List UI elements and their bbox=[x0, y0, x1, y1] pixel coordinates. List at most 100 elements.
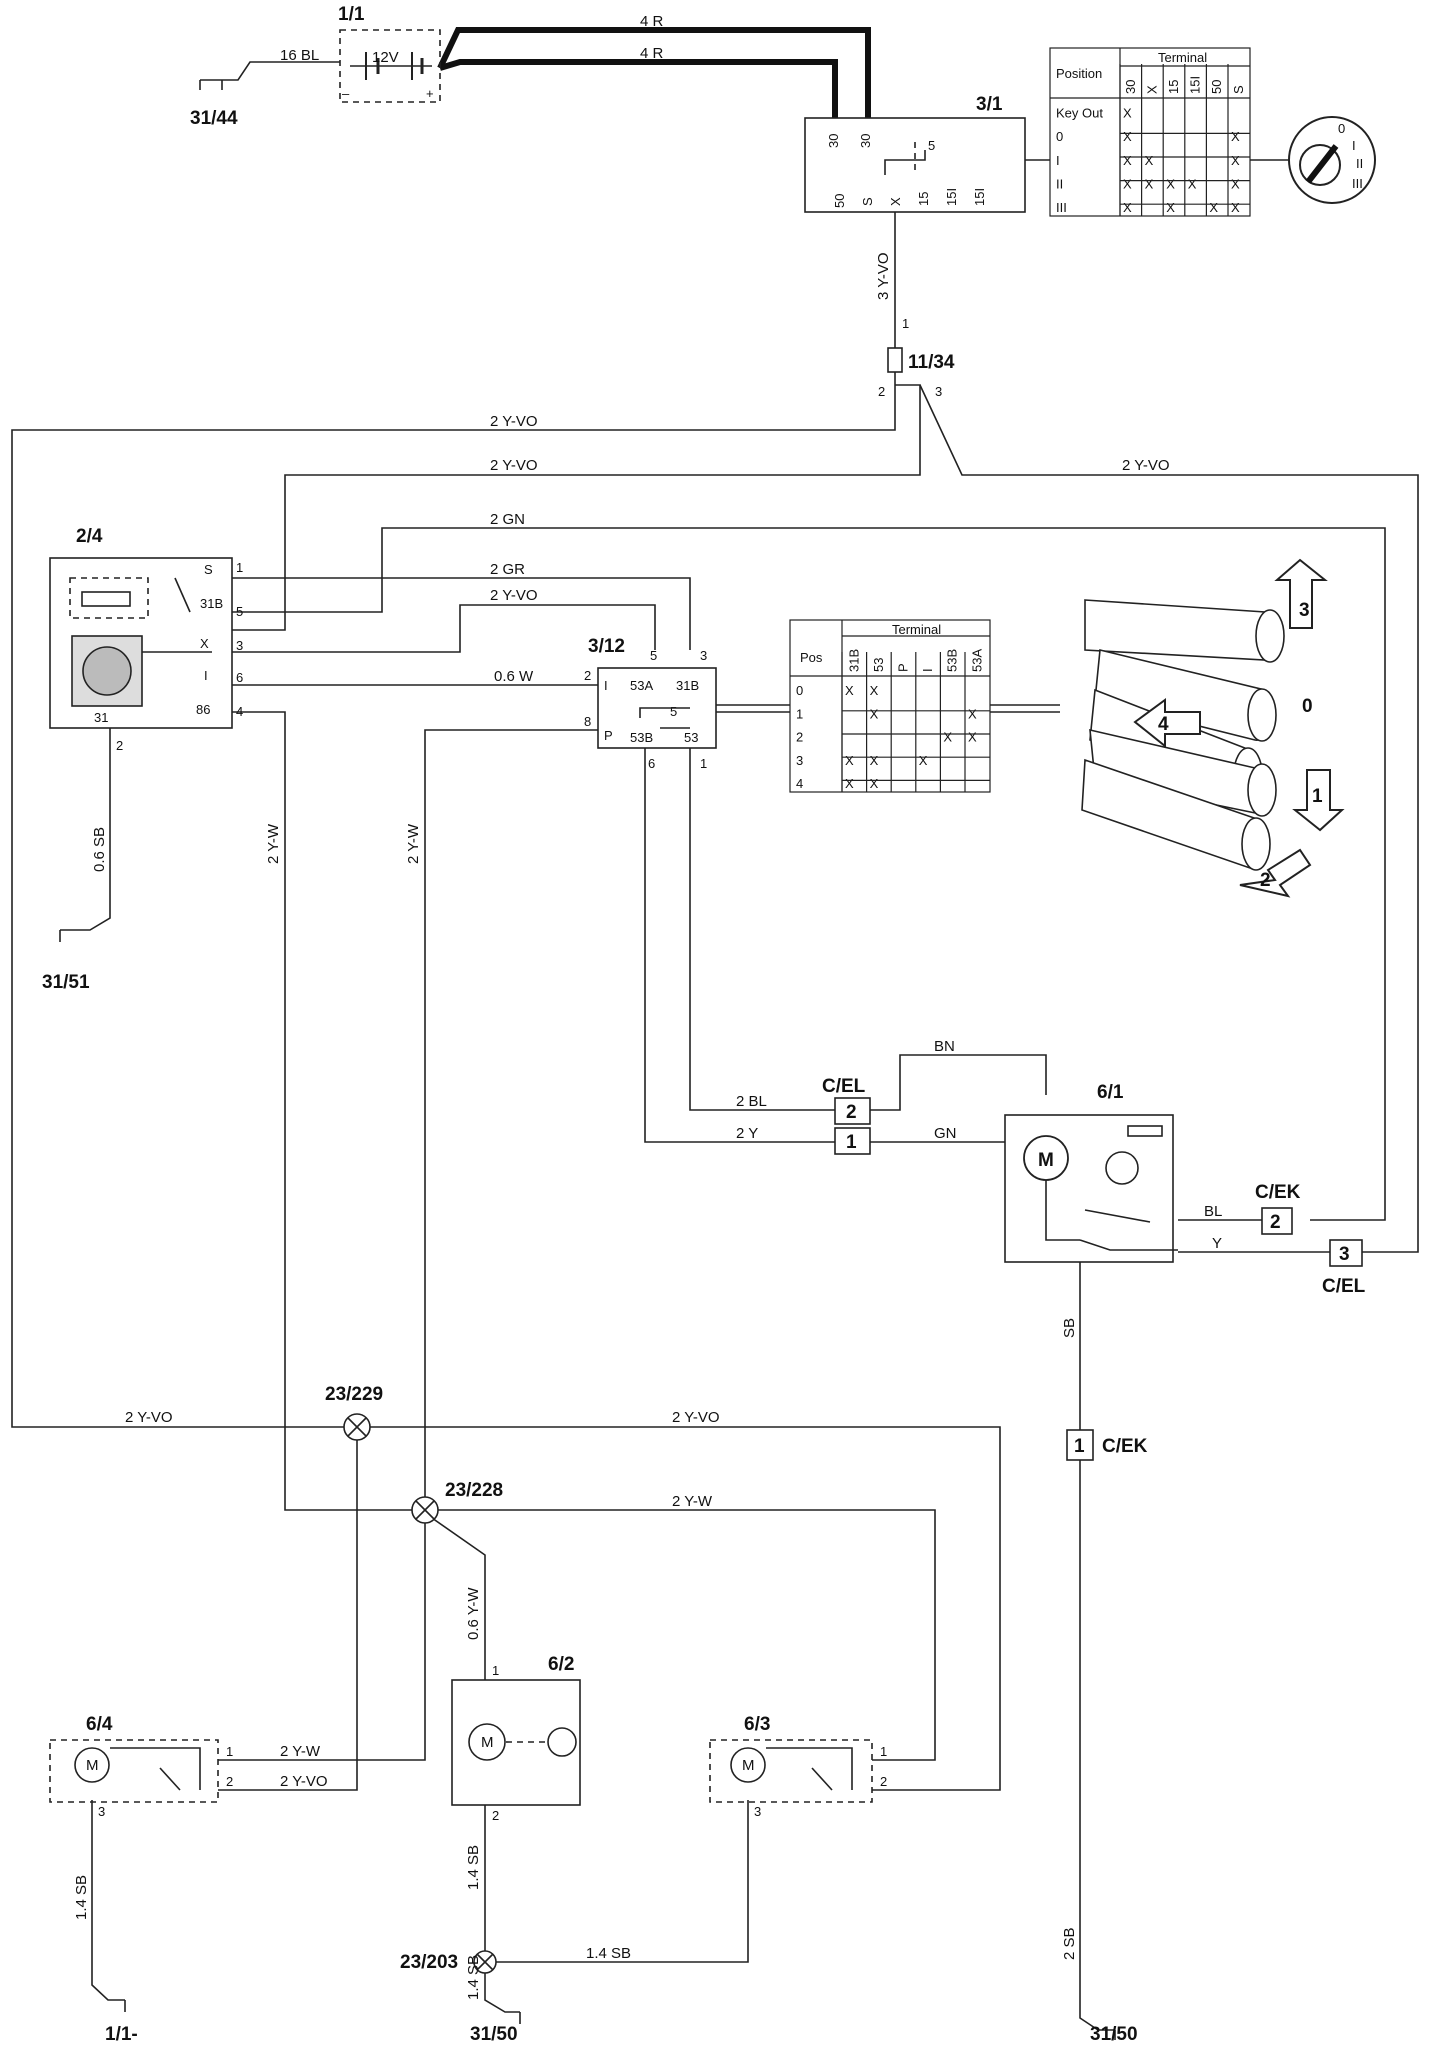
fuse-id: 11/34 bbox=[908, 352, 955, 373]
wire-2sb: 2 SB bbox=[1061, 1927, 1078, 1960]
relay-num-4: 4 bbox=[236, 704, 243, 719]
ws-pin-53a: 53A bbox=[630, 678, 653, 693]
wire-2yw-a: 2 Y-W bbox=[265, 823, 282, 864]
cek-mid-pin: 2 bbox=[1270, 1212, 1281, 1233]
ign-table-row-2-cell-1: X bbox=[1145, 153, 1154, 168]
connector-cel-mid: C/EL 3 bbox=[1322, 1239, 1366, 1297]
motor-63-pin-2: 2 bbox=[880, 1774, 887, 1789]
ign-table-row-4-cell-4: X bbox=[1209, 200, 1218, 215]
ign-table-row-3-cell-1: X bbox=[1145, 176, 1154, 191]
relay-pin-86: 86 bbox=[196, 702, 210, 717]
motor-62-pin-2: 2 bbox=[492, 1808, 499, 1823]
ign-table-row-0-pos: Key Out bbox=[1056, 106, 1103, 121]
wiper-table-header-1: 53 bbox=[871, 658, 886, 672]
wire-bl: BL bbox=[1204, 1203, 1222, 1220]
ign-table-row-3-cell-5: X bbox=[1231, 176, 1240, 191]
motor-64-id: 6/4 bbox=[86, 1714, 113, 1735]
wire-14sb-b: 1.4 SB bbox=[465, 1845, 482, 1890]
splice-203-label: 23/203 bbox=[400, 1952, 458, 1973]
ws-pin-i: I bbox=[604, 678, 608, 693]
ws-num-3: 3 bbox=[700, 648, 707, 663]
wire-2yvo-g: 2 Y-VO bbox=[280, 1773, 328, 1790]
wire-2bl: 2 BL bbox=[736, 1093, 767, 1110]
stalk-pos-0: 0 bbox=[1302, 696, 1313, 717]
ground-labels: 31/44 31/51 1/1- 31/50 31/50 bbox=[42, 108, 1138, 2045]
ignition-id: 3/1 bbox=[976, 94, 1003, 115]
ign-table-row-1-pos: 0 bbox=[1056, 129, 1063, 144]
wiper-table-header-0: 31B bbox=[846, 649, 861, 672]
wiper-table-corner: Pos bbox=[800, 650, 823, 665]
wiper-table-row-3-pos: 3 bbox=[796, 753, 803, 768]
wire-2gn: 2 GN bbox=[490, 511, 525, 528]
wire-bn: BN bbox=[934, 1038, 955, 1055]
wire-sb: SB bbox=[1061, 1318, 1078, 1338]
relay-pin-31: 31 bbox=[94, 710, 108, 725]
wiper-table-row-4-pos: 4 bbox=[796, 776, 803, 791]
ign-table-row-3-cell-2: X bbox=[1166, 176, 1175, 191]
ign-table-header-5: S bbox=[1231, 85, 1246, 94]
ign-table-header-1: X bbox=[1144, 85, 1159, 94]
battery-voltage: 12V bbox=[372, 49, 399, 66]
wiper-table-header-3: I bbox=[920, 668, 935, 672]
ign-table-row-4-cell-2: X bbox=[1166, 200, 1175, 215]
wire-2yvo-a: 2 Y-VO bbox=[490, 413, 538, 430]
wiper-table-row-4-cell-0: X bbox=[845, 776, 854, 791]
motor-64-m: M bbox=[86, 1757, 99, 1774]
wire-14sb-d: 1.4 SB bbox=[586, 1945, 631, 1962]
ws-num-5: 5 bbox=[650, 648, 657, 663]
wiper-table-title: Terminal bbox=[892, 622, 941, 637]
motor-63-pin-3: 3 bbox=[754, 1804, 761, 1819]
key-pos-ii: II bbox=[1356, 156, 1363, 171]
motor-63-m: M bbox=[742, 1757, 755, 1774]
wiper-table-row-1-cell-1: X bbox=[870, 706, 879, 721]
ign-table-corner: Position bbox=[1056, 66, 1102, 81]
ignition-switch: 3/1 30 30 50 S X 15 15I 15I 5 bbox=[804, 94, 1050, 213]
motor-62-id: 6/2 bbox=[548, 1654, 574, 1675]
wire-2yvo-e: 2 Y-VO bbox=[125, 1409, 173, 1426]
ws-num-6: 6 bbox=[648, 756, 655, 771]
ws-num-1: 1 bbox=[700, 756, 707, 771]
ws-pin-53b: 53B bbox=[630, 730, 653, 745]
ws-num-2: 2 bbox=[584, 668, 591, 683]
wiper-table-row-0-cell-0: X bbox=[845, 683, 854, 698]
cek-low-pin: 1 bbox=[1074, 1436, 1085, 1457]
wire-2yvo-f: 2 Y-VO bbox=[672, 1409, 720, 1426]
ign-pin-50: 50 bbox=[832, 194, 847, 208]
fuse-pin-1: 1 bbox=[902, 316, 909, 331]
ign-table-title: Terminal bbox=[1158, 50, 1207, 65]
motor-62-pin-1: 1 bbox=[492, 1663, 499, 1678]
ground-31-50-b: 31/50 bbox=[1090, 2024, 1138, 2042]
relay-pin-31b: 31B bbox=[200, 596, 223, 611]
key-pos-0: 0 bbox=[1338, 121, 1345, 136]
wire-2yvo-c: 2 Y-VO bbox=[1122, 457, 1170, 474]
splice-23-228: 23/228 bbox=[411, 1480, 503, 1524]
motor-62-m: M bbox=[481, 1734, 494, 1751]
ign-pin-15i-b: 15I bbox=[972, 188, 987, 206]
relay-num-6: 6 bbox=[236, 670, 243, 685]
cel-top-name: C/EL bbox=[822, 1076, 866, 1097]
key-pos-iii: III bbox=[1352, 176, 1363, 191]
relay-pin-i: I bbox=[204, 668, 208, 683]
wiper-table-row-3-cell-0: X bbox=[845, 753, 854, 768]
wiper-table-header-2: P bbox=[896, 663, 911, 672]
wiper-switch: 3/12 53A 31B 53B 53 I P 5 5 3 2 8 6 1 bbox=[584, 636, 790, 771]
ign-table-row-4-pos: III bbox=[1056, 200, 1067, 215]
wire-y: Y bbox=[1212, 1235, 1222, 1252]
wire-4r-b: 4 R bbox=[640, 45, 664, 62]
motor-63-id: 6/3 bbox=[744, 1714, 770, 1735]
ign-table-header-0: 30 bbox=[1123, 80, 1138, 94]
ign-pin-30a: 30 bbox=[826, 134, 841, 148]
ign-pin-x: X bbox=[888, 197, 903, 206]
ignition-key-symbol: 0 I II III bbox=[1250, 116, 1376, 204]
wiper-table-row-1-pos: 1 bbox=[796, 706, 803, 721]
ground-31-51: 31/51 bbox=[42, 972, 90, 993]
ws-pin-p: P bbox=[604, 728, 613, 743]
stalk-pos-1: 1 bbox=[1312, 786, 1323, 807]
stalk-pos-4: 4 bbox=[1158, 714, 1169, 735]
motor-6-4: 6/4 M 1 2 3 bbox=[49, 1714, 233, 1819]
ground-31-44: 31/44 bbox=[190, 108, 238, 129]
ign-table-row-3-cell-3: X bbox=[1188, 176, 1197, 191]
